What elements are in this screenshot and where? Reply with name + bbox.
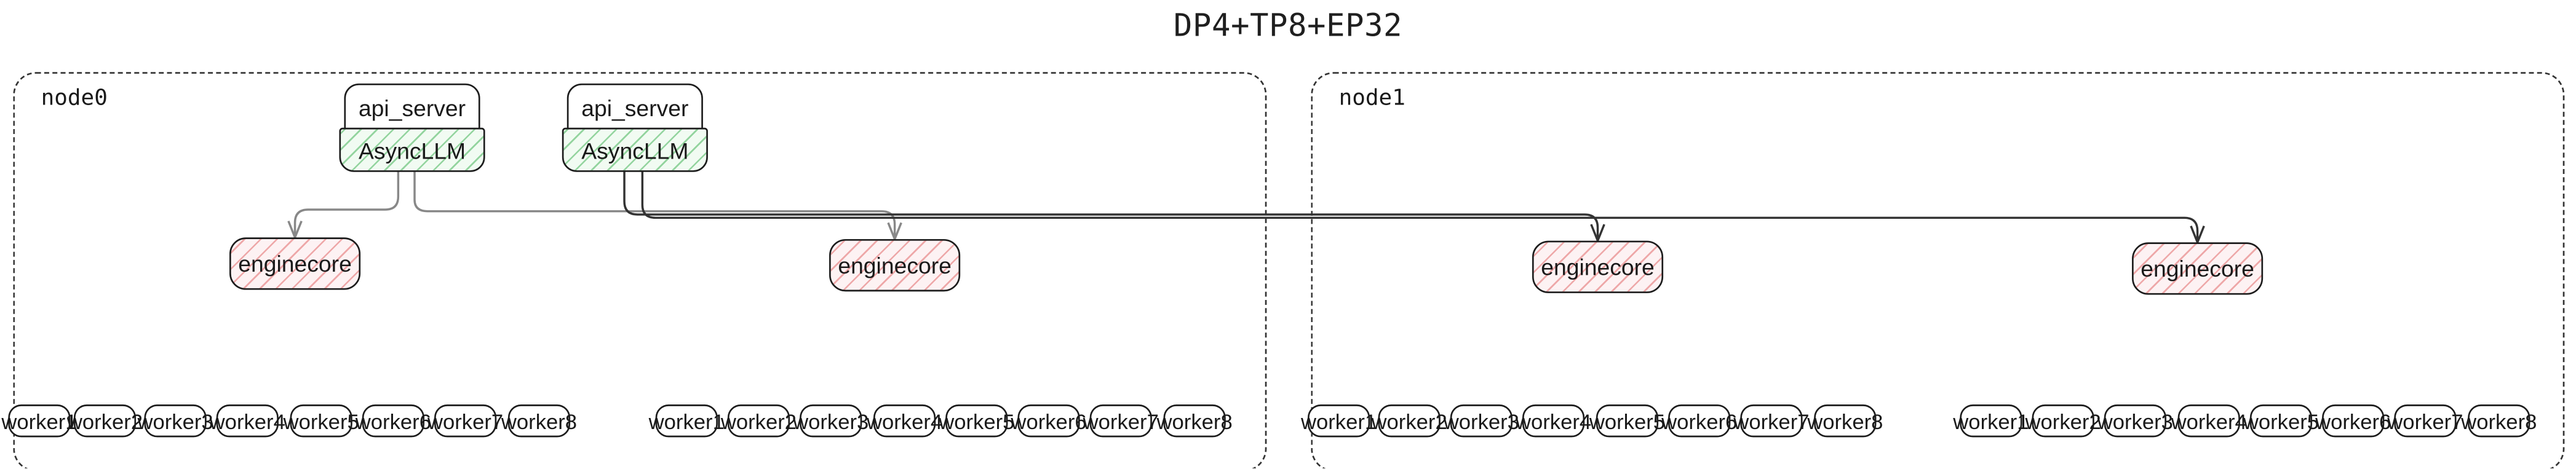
worker-box-n1g1-7[interactable]: worker7 [2387,404,2463,438]
worker-box-n1g0-3[interactable]: worker3 [1444,404,1519,438]
worker-box-n0g0-8[interactable]: worker8 [501,404,577,438]
worker-box-n1g0-1[interactable]: worker1 [1301,404,1377,438]
cluster-node0: node0 [13,72,1267,468]
worker-box-n0g0-5[interactable]: worker5 [284,404,359,438]
worker-box-n1g1-2[interactable]: worker2 [2025,404,2101,438]
worker-box-n0g1-1[interactable]: worker1 [649,404,725,438]
worker-box-n1g0-2[interactable]: worker2 [1372,404,1447,438]
worker-box-n0g0-4[interactable]: worker4 [210,404,285,438]
worker-box-n0g1-3[interactable]: worker3 [793,404,869,438]
asyncllm-box-0[interactable]: AsyncLLM [339,127,485,172]
enginecore-box-3[interactable]: enginecore [2132,242,2264,295]
worker-box-n1g1-6[interactable]: worker6 [2315,404,2391,438]
worker-box-n0g1-6[interactable]: worker6 [1011,404,1087,438]
worker-box-n0g1-4[interactable]: worker4 [867,404,942,438]
cluster-label-node0: node0 [41,85,108,112]
worker-box-n0g1-2[interactable]: worker2 [721,404,797,438]
worker-box-n1g0-4[interactable]: worker4 [1516,404,1591,438]
enginecore-box-1[interactable]: enginecore [829,238,961,292]
api-server-box-0[interactable]: api_server [344,83,480,132]
worker-box-n1g1-1[interactable]: worker1 [1953,404,2029,438]
worker-box-n1g1-8[interactable]: worker8 [2461,404,2537,438]
worker-box-n1g0-6[interactable]: worker6 [1661,404,1737,438]
cluster-label-node1: node1 [1338,85,1405,112]
worker-box-n0g1-7[interactable]: worker7 [1083,404,1159,438]
worker-box-n1g1-3[interactable]: worker3 [2097,404,2173,438]
api-server-box-1[interactable]: api_server [566,83,703,132]
worker-box-n0g0-7[interactable]: worker7 [427,404,503,438]
worker-box-n1g0-5[interactable]: worker5 [1589,404,1665,438]
worker-box-n0g1-8[interactable]: worker8 [1157,404,1233,438]
worker-box-n0g0-3[interactable]: worker3 [137,404,213,438]
worker-box-n0g0-1[interactable]: worker1 [1,404,78,438]
enginecore-box-0[interactable]: enginecore [229,237,361,290]
worker-box-n1g1-5[interactable]: worker5 [2243,404,2319,438]
cluster-node1: node1 [1311,72,2565,468]
page-title: DP4+TP8+EP32 [1173,8,1403,44]
worker-box-n1g0-7[interactable]: worker7 [1733,404,1810,438]
worker-box-n0g0-6[interactable]: worker6 [356,404,431,438]
worker-box-n1g1-4[interactable]: worker4 [2171,404,2247,438]
asyncllm-box-1[interactable]: AsyncLLM [562,127,708,172]
worker-box-n0g1-5[interactable]: worker5 [939,404,1014,438]
enginecore-box-2[interactable]: enginecore [1532,240,1664,293]
worker-box-n0g0-2[interactable]: worker2 [67,404,143,438]
worker-box-n1g0-8[interactable]: worker8 [1807,404,1883,438]
